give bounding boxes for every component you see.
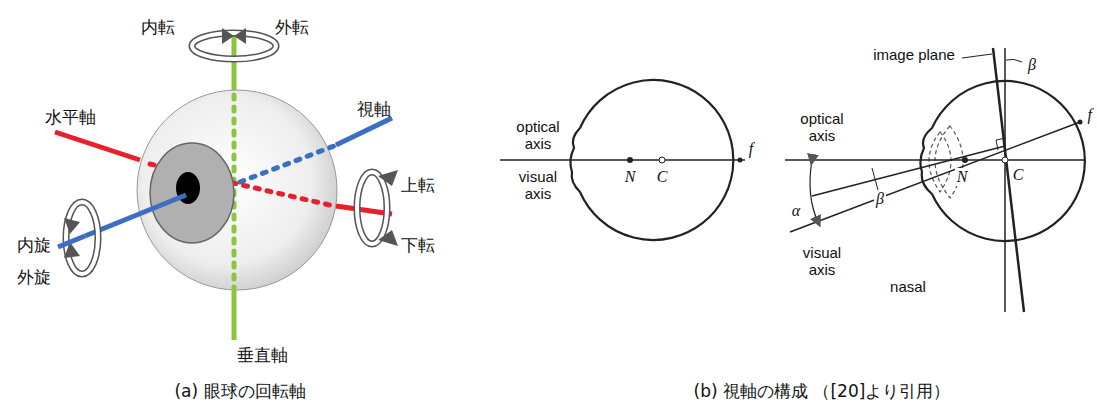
direction-label: nasal [888,278,928,295]
beta-leader [872,168,878,190]
nodal-point [627,157,633,163]
point-label: C [655,168,670,186]
point-label: C [1011,166,1026,184]
eyeball [137,90,337,290]
rotation-ring [357,172,387,244]
rotation-label: 内旋 [17,236,51,256]
vertical-axis [232,290,237,340]
alpha-arc [810,160,818,222]
rotation-label: 下転 [401,236,435,256]
visual-axis [336,118,392,145]
center-point [1002,157,1008,163]
axis-label: visual axis [508,168,568,203]
point-label: N [955,168,970,186]
rotation-ring [192,33,276,59]
rotation-ring [357,172,387,244]
beta-arc [1006,59,1022,62]
lens-outline [929,132,951,192]
point-label: f [747,140,755,158]
axis-label: optical axis [792,110,852,145]
fovea-point [738,158,743,163]
vertical-line [1004,48,1006,312]
rotation-arrow [378,170,398,246]
rotation-label: 内転 [141,18,175,38]
visual-axis [58,236,85,247]
axis-label: visual axis [792,244,852,279]
axis-label: 垂直軸 [237,346,288,366]
subcaption: (b) 視軸の構成 （[20]より引用） [694,382,951,402]
fovea-point [1078,120,1083,125]
point-label: f [1086,106,1094,124]
rotation-label: 外旋 [17,268,51,288]
axis-label: optical axis [508,118,568,153]
point-label: N [623,168,638,186]
center-point [659,157,665,163]
subcaption: (a) 眼球の回転軸 [174,382,305,402]
rotation-label: 上転 [401,176,435,196]
optical-axis [785,159,1085,161]
angle-label: β [874,190,886,208]
rotation-arrow [222,28,246,44]
plane-label: image plane [871,46,957,63]
angle-label: α [790,202,802,220]
axis-line [500,159,745,161]
angle-label: β [1026,56,1038,74]
axis-label: 水平軸 [45,108,96,128]
axis-label: 視軸 [357,100,391,120]
iris [150,143,234,243]
visual-axis [240,146,334,182]
leader-line [962,54,992,58]
rotation-ring [192,33,276,59]
nodal-point [962,157,968,163]
horizontal-axis [55,132,140,160]
lens-outline [935,126,963,198]
rotation-label: 外転 [275,18,309,38]
right-angle-mark [996,138,1006,150]
beta-line [812,146,1005,196]
